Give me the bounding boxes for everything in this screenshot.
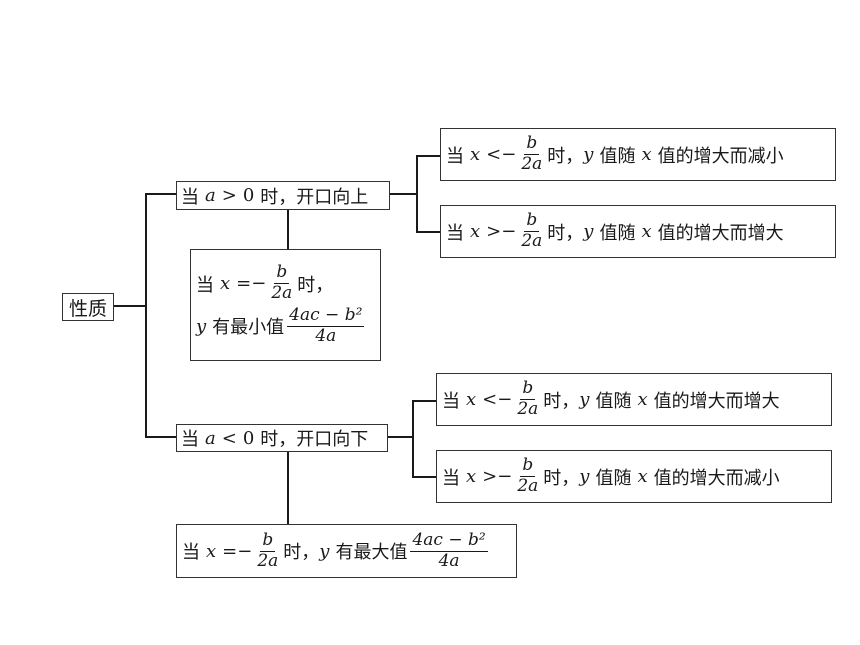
db2-text2: 值的增大而减小 <box>653 467 780 489</box>
up-var: a <box>205 185 216 206</box>
min-eq: =− <box>236 273 267 295</box>
db1-prefix: 当 <box>442 390 460 412</box>
min-prefix: 当 <box>196 274 214 296</box>
ub2-mid: 时， <box>547 222 584 244</box>
db1-text1: 值随 <box>595 390 632 412</box>
connector-down-branch-2 <box>412 476 436 478</box>
max-text: 有最大值 <box>335 542 408 563</box>
up-suffix: 时，开口向上 <box>260 186 369 208</box>
ub2-prefix: 当 <box>446 222 464 244</box>
max-mid: 时， <box>283 542 320 563</box>
connector-up-branch-2 <box>416 231 441 233</box>
max-x-var: x <box>206 540 217 562</box>
ub1-mid: 时， <box>547 145 584 167</box>
up-op: > <box>221 185 237 206</box>
connector-root-vertical <box>145 193 147 438</box>
connector-root-out <box>114 305 147 307</box>
min-suffix: 时， <box>297 274 334 296</box>
ub1-x: x <box>470 144 481 165</box>
db1-y: y <box>579 389 590 410</box>
down-var: a <box>205 427 216 449</box>
connector-down-vertical <box>412 400 414 478</box>
db1-x2: x <box>637 389 648 410</box>
ub2-text2: 值的增大而增大 <box>657 222 784 244</box>
down-op: < <box>221 427 237 449</box>
ub2-x2: x <box>641 221 652 242</box>
up-zero: 0 <box>242 185 255 206</box>
root-label: 性质 <box>68 297 107 320</box>
connector-to-up <box>145 193 177 195</box>
ub2-x: x <box>470 221 481 242</box>
ub2-text1: 值随 <box>599 222 636 244</box>
ub1-y: y <box>583 144 594 165</box>
db2-prefix: 当 <box>442 467 460 489</box>
ub1-text1: 值随 <box>599 145 636 167</box>
min-x-var: x <box>220 273 231 295</box>
ub1-op: <− <box>486 144 517 165</box>
connector-up-vertex <box>287 210 289 249</box>
connector-to-down <box>145 436 177 438</box>
max-eq: =− <box>222 540 253 562</box>
ub1-text2: 值的增大而减小 <box>657 145 784 167</box>
db1-text2: 值的增大而增大 <box>653 390 780 412</box>
min-text: 有最小值 <box>212 317 285 339</box>
db2-text1: 值随 <box>595 467 632 489</box>
root-node: 性质 <box>62 293 114 321</box>
db2-y: y <box>579 466 590 487</box>
connector-up-out <box>390 193 418 195</box>
connector-down-branch-1 <box>412 400 436 402</box>
db1-x: x <box>466 389 477 410</box>
db2-x2: x <box>637 466 648 487</box>
down-suffix: 时，开口向下 <box>260 429 369 450</box>
ub1-prefix: 当 <box>446 145 464 167</box>
ub2-y: y <box>583 221 594 242</box>
db1-op: <− <box>482 389 513 410</box>
opens-down-node: 当 a < 0 时，开口向下 <box>176 424 388 452</box>
connector-down-out <box>388 436 414 438</box>
ub2-op: >− <box>486 221 517 242</box>
opens-up-node: 当 a > 0 时，开口向上 <box>176 181 390 210</box>
ub1-x2: x <box>641 144 652 165</box>
max-y-var: y <box>319 540 330 562</box>
up-prefix: 当 <box>181 186 199 208</box>
db2-x: x <box>466 466 477 487</box>
max-prefix: 当 <box>182 542 200 563</box>
down-zero: 0 <box>242 427 255 449</box>
down-prefix: 当 <box>181 429 199 450</box>
connector-up-vertical <box>416 155 418 233</box>
db1-mid: 时， <box>543 390 580 412</box>
connector-up-branch-1 <box>416 155 441 157</box>
db2-op: >− <box>482 466 513 487</box>
connector-down-vertex <box>287 452 289 525</box>
db2-mid: 时， <box>543 467 580 489</box>
min-y-var: y <box>196 315 207 337</box>
